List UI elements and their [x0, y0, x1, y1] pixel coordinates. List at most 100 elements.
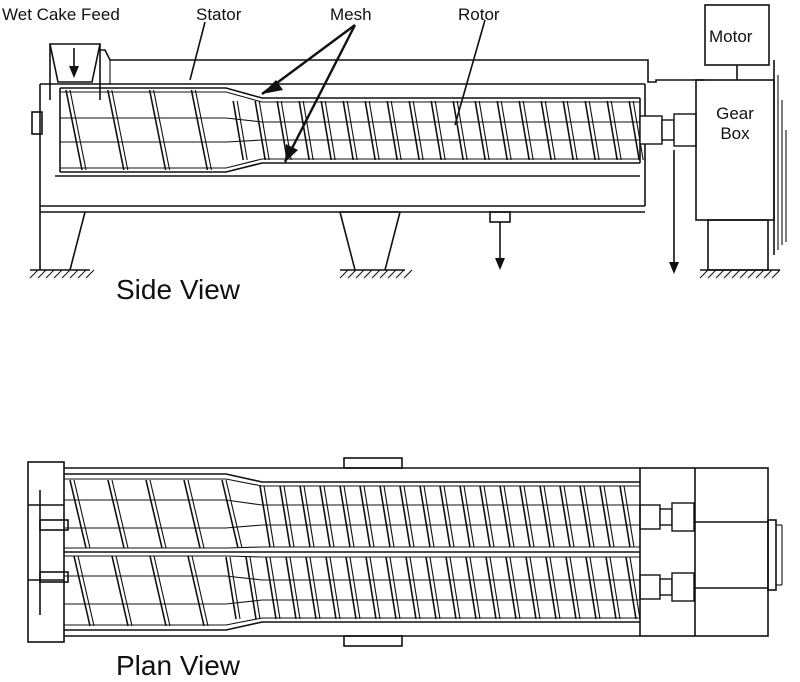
rotor-flight: [145, 479, 163, 549]
ground-hatch: [731, 269, 741, 279]
rotor-flight: [259, 485, 271, 548]
side-view-drawing: [29, 4, 787, 279]
rotor-flight: [518, 100, 530, 161]
rotor-flight-edge: [349, 556, 361, 620]
side-coupling: [639, 113, 697, 147]
rotor-flight: [359, 485, 371, 548]
label-mesh: Mesh: [330, 5, 372, 24]
label-side-view: Side View: [116, 274, 241, 305]
rotor-flight: [232, 100, 244, 161]
rotor-flight: [519, 485, 531, 548]
rotor-flight-edge: [610, 100, 622, 161]
ground-hatch: [77, 269, 87, 279]
ground-hatch: [707, 269, 717, 279]
plan-couplings: [639, 502, 695, 602]
rotor-flight: [385, 556, 397, 620]
plan-stator-tubes: [64, 473, 640, 631]
rotor-flight: [474, 100, 486, 161]
rotor-flight-edge: [346, 100, 358, 161]
plan-view-drawing: [27, 457, 783, 647]
ground-hatch: [747, 269, 757, 279]
rotor-flight: [605, 556, 617, 620]
rotor-flight: [559, 485, 571, 548]
rotor-flight-edge: [194, 89, 212, 171]
rotor-flight: [445, 556, 457, 620]
rotor-flight: [386, 100, 398, 161]
rotor-flight-edge: [629, 556, 641, 620]
rotor-flight-edge: [389, 556, 401, 620]
rotor-flight-edge: [77, 555, 95, 627]
pulley: [773, 60, 787, 255]
rotor-flight: [562, 100, 574, 161]
discharge-arrows: [489, 150, 679, 274]
rotor-flight-edge: [302, 100, 314, 161]
rotor-flight: [320, 100, 332, 161]
rotor-flight: [325, 556, 337, 620]
rotor-flight: [539, 485, 551, 548]
rotor-flight-edge: [263, 485, 275, 548]
rotor-flight: [584, 100, 596, 161]
rotor-flight-edge: [323, 485, 335, 548]
rotor-flight: [342, 100, 354, 161]
rotor-flight: [405, 556, 417, 620]
rotor-flight: [69, 479, 87, 549]
rotor-flight: [299, 485, 311, 548]
rotor-flight-edge: [569, 556, 581, 620]
rotor-flight: [183, 479, 201, 549]
ground-hatch: [723, 269, 733, 279]
rotor-flight: [525, 556, 537, 620]
rotor-flight-edge: [483, 485, 495, 548]
rotor-flight: [265, 556, 277, 620]
ground-hatch: [347, 269, 357, 279]
plan-rotor-flights-upper: [69, 479, 635, 549]
rotor-flight: [345, 556, 357, 620]
label-gear-box-line1: Gear: [716, 104, 754, 123]
rotor-flight: [279, 485, 291, 548]
rotor-flight: [245, 556, 257, 620]
ground-hatch: [37, 269, 47, 279]
leader-lines: [189, 19, 486, 163]
rotor-flight-edge: [309, 556, 321, 620]
rotor-flight-edge: [543, 485, 555, 548]
ground-hatch: [699, 269, 709, 279]
rotor-flight: [276, 100, 288, 161]
rotor-flight: [285, 556, 297, 620]
ground-hatch: [339, 269, 349, 279]
rotor-flight-edge: [463, 485, 475, 548]
rotor-flight: [305, 556, 317, 620]
rotor-flight-edge: [523, 485, 535, 548]
rotor-flight: [187, 555, 205, 627]
label-rotor: Rotor: [458, 5, 500, 24]
rotor-flight-edge: [503, 485, 515, 548]
rotor-flight: [585, 556, 597, 620]
ground-hatch: [371, 269, 381, 279]
rotor-flight: [65, 89, 83, 171]
ground-hatch: [45, 269, 55, 279]
rotor-flight: [579, 485, 591, 548]
rotor-flight-edge: [73, 479, 91, 549]
rotor-flight: [221, 479, 239, 549]
rotor-flight: [485, 556, 497, 620]
rotor-flight: [459, 485, 471, 548]
rotor-flight: [111, 555, 129, 627]
ground-hatch: [755, 269, 765, 279]
rotor-flight-edge: [187, 479, 205, 549]
rotor-flight-edge: [529, 556, 541, 620]
plan-gearbox: [639, 467, 783, 637]
plan-rotor-lower: [64, 555, 641, 627]
ground-hatch: [739, 269, 749, 279]
rotor-flight-edge: [225, 479, 243, 549]
rotor-flight: [619, 485, 631, 548]
rotor-flight-edge: [269, 556, 281, 620]
rotor-flight: [540, 100, 552, 161]
feed-hopper: [49, 43, 101, 100]
rotor-flight-edge: [489, 556, 501, 620]
label-wet-cake-feed: Wet Cake Feed: [2, 5, 120, 24]
ground-hatch: [387, 269, 397, 279]
rotor-flight-edge: [403, 485, 415, 548]
rotor-flight: [319, 485, 331, 548]
rotor-flight-edge: [329, 556, 341, 620]
rotor-flight: [254, 100, 266, 161]
ground-hatch: [61, 269, 71, 279]
